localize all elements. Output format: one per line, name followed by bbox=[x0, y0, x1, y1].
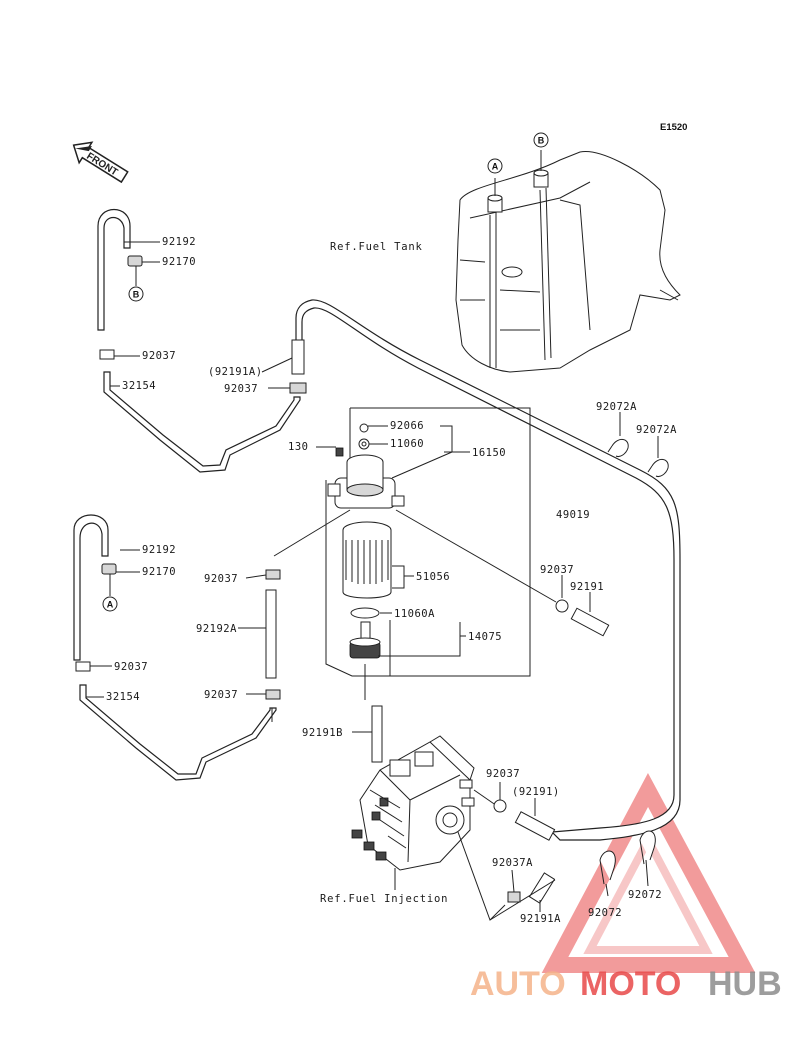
label-92170-upper: 92170 bbox=[162, 256, 196, 268]
watermark-logo-text: AUTO MOTO HUB bbox=[470, 965, 782, 1003]
leader-lines bbox=[86, 241, 659, 912]
label-11060: 11060 bbox=[390, 438, 424, 450]
label-92191: 92191 bbox=[570, 581, 604, 593]
label-92191b: 92191B bbox=[302, 727, 343, 739]
label-92170-mid: 92170 bbox=[142, 566, 176, 578]
label-92192a: 92192A bbox=[196, 623, 237, 635]
diagram-code: E1520 bbox=[660, 122, 687, 133]
label-92191-paren: (92191) bbox=[512, 786, 560, 798]
label-11060a: 11060A bbox=[394, 608, 435, 620]
label-32154-mid: 32154 bbox=[106, 691, 140, 703]
part-labels: 92192 92170 92037 32154 (92191A) 92037 9… bbox=[106, 236, 677, 925]
connector-b-hose: B bbox=[128, 286, 144, 302]
label-92037-center-1: 92037 bbox=[224, 383, 258, 395]
label-92072a-2: 92072A bbox=[636, 424, 677, 436]
connector-b-tank: B bbox=[533, 132, 549, 148]
label-92037a: 92037A bbox=[492, 857, 533, 869]
label-92037-center-3: 92037 bbox=[204, 689, 238, 701]
label-92037-right-2: 92037 bbox=[486, 768, 520, 780]
clip-92170-upper bbox=[127, 255, 143, 267]
label-92037-left-1: 92037 bbox=[142, 350, 176, 362]
label-49019: 49019 bbox=[556, 509, 590, 521]
label-92037-right-1: 92037 bbox=[540, 564, 574, 576]
svg-text:B: B bbox=[133, 290, 140, 300]
label-92072-1: 92072 bbox=[588, 907, 622, 919]
fuel-injection-pump bbox=[351, 735, 475, 871]
label-32154-upper: 32154 bbox=[122, 380, 156, 392]
clamp-92037-c2 bbox=[265, 569, 281, 580]
label-14075: 14075 bbox=[468, 631, 502, 643]
clip-92072-2 bbox=[639, 830, 656, 865]
bolt-92066 bbox=[359, 423, 369, 433]
hose-92191-paren bbox=[514, 811, 556, 841]
hose-92192a bbox=[265, 589, 277, 679]
filter-element-51056 bbox=[342, 521, 392, 599]
label-92191a-paren: (92191A) bbox=[208, 366, 263, 378]
filter-head-16150 bbox=[327, 447, 405, 509]
clamp-92037-upper bbox=[289, 382, 307, 394]
svg-text:A: A bbox=[107, 600, 114, 610]
svg-text:HUB: HUB bbox=[708, 965, 782, 1003]
connector-a-hose: A bbox=[102, 596, 118, 612]
svg-text:MOTO: MOTO bbox=[580, 965, 681, 1003]
clamp-92037-r2 bbox=[493, 799, 507, 813]
drain-plug-14075 bbox=[349, 621, 381, 659]
clamp-92037a bbox=[507, 891, 521, 903]
clip-92072a-2 bbox=[647, 459, 669, 477]
label-92192-mid: 92192 bbox=[142, 544, 176, 556]
label-92037-left-2: 92037 bbox=[114, 661, 148, 673]
label-92191a: 92191A bbox=[520, 913, 561, 925]
svg-text:A: A bbox=[492, 162, 499, 172]
breather-hose-upper bbox=[97, 209, 301, 473]
label-92037-center-2: 92037 bbox=[204, 573, 238, 585]
clamp-92037-r1 bbox=[555, 599, 569, 613]
label-92072a-1: 92072A bbox=[596, 401, 637, 413]
label-130: 130 bbox=[288, 441, 308, 453]
hose-92191b bbox=[371, 705, 383, 763]
hose-92191a-upper bbox=[291, 339, 305, 375]
washer-11060 bbox=[358, 438, 370, 450]
svg-text:B: B bbox=[538, 136, 545, 146]
label-16150: 16150 bbox=[472, 447, 506, 459]
connector-a-tank: A bbox=[487, 158, 503, 174]
ref-fuel-tank: Ref.Fuel Tank bbox=[330, 241, 423, 253]
watermark-logo-triangle bbox=[541, 773, 756, 973]
clip-92072-1 bbox=[599, 850, 616, 885]
clip-92072a-1 bbox=[607, 439, 629, 457]
label-51056: 51056 bbox=[416, 571, 450, 583]
ref-fuel-injection: Ref.Fuel Injection bbox=[320, 893, 448, 905]
clip-92170-lower bbox=[101, 563, 117, 575]
label-92072-2: 92072 bbox=[628, 889, 662, 901]
fuel-tank bbox=[455, 151, 681, 373]
front-arrow-icon: FRONT bbox=[72, 141, 129, 184]
label-92192-upper: 92192 bbox=[162, 236, 196, 248]
svg-text:AUTO: AUTO bbox=[470, 965, 566, 1003]
o-ring-11060a bbox=[350, 607, 380, 619]
breather-hose-lower bbox=[73, 514, 277, 781]
hose-92191 bbox=[570, 607, 610, 637]
label-92066: 92066 bbox=[390, 420, 424, 432]
fuel-line-49019 bbox=[295, 299, 681, 841]
clamp-92037-c3 bbox=[265, 689, 281, 700]
